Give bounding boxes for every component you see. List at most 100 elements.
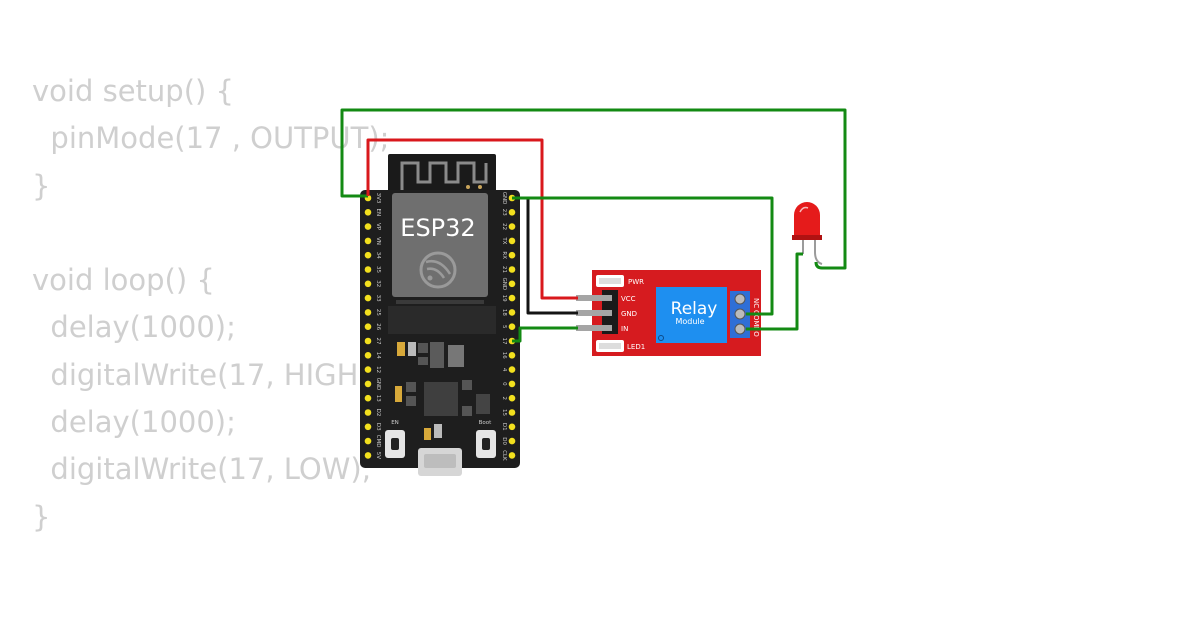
header-pin[interactable] — [508, 294, 516, 302]
header-pin[interactable] — [508, 366, 516, 373]
header-pin[interactable] — [364, 337, 372, 345]
header-pin[interactable] — [364, 409, 372, 416]
pin-label: D2 — [375, 409, 381, 417]
header-pin[interactable] — [508, 394, 516, 402]
code-editor[interactable]: void setup() { pinMode(17 , OUTPUT);}voi… — [32, 68, 389, 541]
terminal-com[interactable] — [734, 308, 746, 320]
header-pin[interactable] — [364, 452, 372, 459]
transistor — [406, 396, 416, 406]
pin-label: D1 — [501, 423, 507, 431]
pin-label: 18 — [501, 309, 507, 316]
wire-gnd-to-com[interactable] — [512, 196, 774, 316]
pin-label: 33 — [375, 295, 381, 302]
pin-label: CMD — [375, 435, 381, 448]
header-pin[interactable] — [364, 266, 372, 273]
led1-inner — [599, 343, 621, 349]
pin-label: 34 — [375, 252, 381, 259]
header-pin[interactable] — [508, 423, 516, 431]
header-pin[interactable] — [364, 280, 372, 288]
pin-label: GND — [501, 277, 507, 290]
relay-pin-gnd[interactable] — [576, 310, 612, 316]
pin-label: GND — [375, 378, 381, 391]
wire-no-to-led[interactable] — [746, 252, 803, 331]
antenna-pad — [478, 185, 482, 189]
wire-vcc[interactable] — [366, 138, 578, 300]
pin-label: 0 — [501, 382, 507, 386]
wire-gnd[interactable] — [512, 196, 578, 315]
pin-label: 5 — [501, 325, 507, 329]
header-pin[interactable] — [364, 394, 372, 402]
header-pin[interactable] — [508, 309, 516, 316]
pin-label: EN — [375, 209, 381, 217]
wire-3v3-to-led[interactable] — [340, 108, 847, 270]
header-pin[interactable] — [364, 423, 372, 431]
pin-label: 32 — [375, 280, 381, 287]
resistor — [408, 342, 416, 356]
header-pin[interactable] — [364, 309, 372, 316]
pin-label: 35 — [375, 266, 381, 273]
header-pin[interactable] — [508, 251, 516, 259]
relay-subtitle: Module — [675, 317, 704, 326]
code-line: delay(1000); — [32, 310, 236, 345]
boot-label: Boot — [479, 420, 493, 426]
antenna-pad — [466, 185, 470, 189]
pin-label: 17 — [501, 338, 507, 345]
header-pin[interactable] — [364, 437, 372, 445]
pin-label: 22 — [501, 223, 507, 230]
header-pin[interactable] — [364, 294, 372, 302]
en-button[interactable] — [385, 430, 405, 458]
code-line: pinMode(17 , OUTPUT); — [32, 121, 390, 156]
header-pin[interactable] — [508, 452, 516, 459]
code-line: void setup() { — [32, 74, 234, 108]
pin-label: 3V3 — [375, 193, 381, 204]
led-smd — [424, 428, 431, 440]
header-pin[interactable] — [364, 209, 372, 216]
pin-label: RX — [501, 251, 507, 259]
pin-label: D3 — [375, 423, 381, 431]
pin-label: 19 — [501, 295, 507, 302]
pin-label: VN — [375, 237, 381, 245]
diode — [418, 343, 428, 353]
code-line: digitalWrite(17, LOW); — [32, 452, 372, 487]
header-pin[interactable] — [508, 223, 516, 230]
relay-pin-vcc[interactable] — [576, 295, 612, 301]
relay-title: Relay — [671, 299, 718, 319]
terminal-nc[interactable] — [734, 293, 746, 305]
pin-label: 25 — [375, 309, 381, 316]
espressif-logo-icon — [419, 251, 457, 289]
pin-label: VP — [375, 223, 381, 231]
header-pin[interactable] — [508, 237, 516, 245]
pin-label: GND — [501, 192, 507, 205]
relay-pin-in[interactable] — [576, 325, 612, 331]
header-pin[interactable] — [508, 380, 516, 388]
header-pin[interactable] — [508, 280, 516, 288]
header-pin[interactable] — [364, 380, 372, 388]
header-pin[interactable] — [508, 323, 516, 331]
header-pin[interactable] — [364, 352, 372, 359]
esp32-chip-label: ESP32 — [400, 214, 475, 242]
header-pin[interactable] — [364, 223, 372, 230]
red-led[interactable] — [792, 202, 823, 265]
header-pin[interactable] — [364, 366, 372, 373]
pin-label: 12 — [375, 366, 381, 373]
header-pin[interactable] — [364, 251, 372, 259]
wire-gpio17-to-in[interactable] — [512, 326, 578, 343]
header-pin[interactable] — [508, 352, 516, 359]
header-pin[interactable] — [508, 209, 516, 216]
pin-label: 4 — [501, 368, 507, 372]
terminal-no[interactable] — [734, 323, 746, 335]
boot-button[interactable] — [476, 430, 496, 458]
term-label-nc: NC — [752, 298, 760, 308]
pin-label: 2 — [501, 396, 507, 400]
header-pin[interactable] — [364, 323, 372, 331]
header-pin[interactable] — [508, 409, 516, 416]
pin-label: D0 — [501, 437, 507, 445]
regulator-tab — [448, 345, 464, 367]
header-pin[interactable] — [364, 237, 372, 245]
header-pin[interactable] — [508, 437, 516, 445]
pcb-area — [388, 306, 496, 334]
en-label: EN — [391, 420, 399, 426]
header-pin[interactable] — [508, 266, 516, 273]
pin-label: 16 — [501, 352, 507, 359]
